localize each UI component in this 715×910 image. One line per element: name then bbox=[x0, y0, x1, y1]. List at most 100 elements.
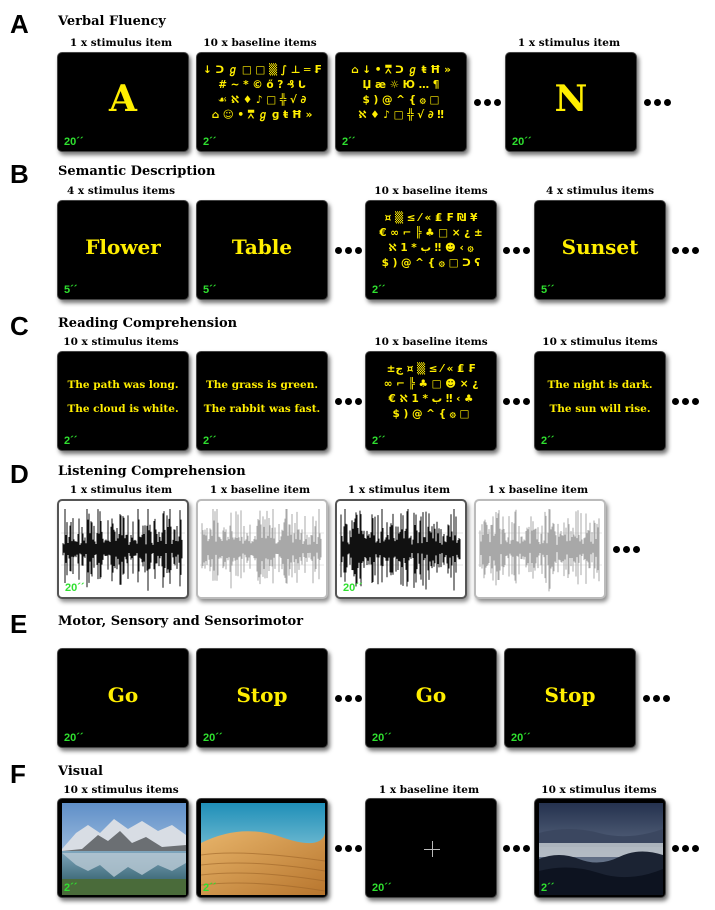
timer-label: 20´´ bbox=[512, 136, 532, 148]
stimulus-panel: The night is dark. The sun will rise. 2´… bbox=[534, 351, 666, 451]
timer-label: 20´´ bbox=[372, 732, 392, 744]
symbol-row: Џ æ ☼ Ю … ¶ bbox=[362, 79, 440, 91]
section-title: Reading Comprehension bbox=[58, 316, 238, 331]
section-letter: C bbox=[10, 311, 29, 341]
ellipsis-dots bbox=[672, 845, 699, 852]
timer-label: 20´´ bbox=[203, 732, 223, 744]
timer-label: 5´´ bbox=[64, 284, 78, 296]
timer-label: 2´´ bbox=[541, 435, 555, 447]
ellipsis-dots bbox=[474, 99, 501, 106]
symbol-row: $ ) @ ^ { ۞ □ bbox=[362, 94, 440, 106]
stimulus-panel: The path was long. The cloud is white. 2… bbox=[57, 351, 189, 451]
timer-label: 2´´ bbox=[64, 882, 78, 894]
misty-forest-photo bbox=[539, 803, 663, 895]
section-motor-sensory: E Motor, Sensory and Sensorimotor Go 20´… bbox=[0, 610, 715, 760]
caption-stimulus: 1 x stimulus item bbox=[517, 37, 621, 49]
baseline-symbols: ↓ ᑐ ℊ □ □ ▒ ∫ ⊥ ═ ₣ # ~ * © ő ? ₰ ᒐ ☙ ℵ … bbox=[203, 63, 321, 123]
section-letter: B bbox=[10, 159, 29, 189]
ellipsis-dots bbox=[503, 845, 530, 852]
ellipsis-dots bbox=[335, 845, 362, 852]
symbol-row: # ~ * © ő ? ₰ ᒐ bbox=[218, 79, 306, 91]
caption-baseline: 10 x baseline items bbox=[374, 336, 488, 348]
ellipsis-dots bbox=[335, 398, 362, 405]
stimulus-sentence: The rabbit was fast. bbox=[203, 403, 321, 415]
symbol-row: ⌂ ☺ • ⩞ ℊ ɡ ŧ Ħ » bbox=[211, 109, 313, 121]
symbol-row: ∞ ⌐ ╠ ♣ □ ☻ × ¿ bbox=[383, 378, 479, 390]
waveform bbox=[200, 509, 324, 589]
stimulus-panel: Sunset 5´´ bbox=[534, 200, 666, 300]
section-visual: F Visual 10 x stimulus items 1 x baselin… bbox=[0, 760, 715, 910]
stimulus-panel: Go 20´´ bbox=[365, 648, 497, 748]
stimulus-word: Stop bbox=[544, 683, 596, 707]
misty-forest-image: 2´´ bbox=[534, 798, 666, 898]
timer-label: 2´´ bbox=[372, 284, 386, 296]
caption-stimulus: 10 x stimulus items bbox=[63, 784, 179, 796]
baseline-symbols: ⌂ ↓ • ⩞ ᑐ ℊ ŧ Ħ » Џ æ ☼ Ю … ¶ $ ) @ ^ { … bbox=[342, 63, 460, 123]
section-listening-comprehension: D Listening Comprehension 1 x stimulus i… bbox=[0, 460, 715, 610]
baseline-panel: ¤ ▒ ≤ ⁄ « ₤ ₣ ₪ ¥ € ∞ ⌐ ╠ ♣ □ × ¿ ± ℵ ب … bbox=[365, 200, 497, 300]
section-title: Verbal Fluency bbox=[58, 14, 166, 29]
stimulus-letter: A bbox=[109, 78, 137, 120]
symbol-row: ⌂ ↓ • ⩞ ᑐ ℊ ŧ Ħ » bbox=[351, 64, 451, 76]
symbol-row: $ ) @ ^ { ۞ □ ᑐ ʕ bbox=[381, 257, 481, 269]
timer-label: 2´´ bbox=[372, 435, 386, 447]
audio-baseline-panel bbox=[196, 499, 328, 599]
stimulus-panel: N 20´´ bbox=[505, 52, 637, 152]
timer-label: 20´´ bbox=[64, 732, 84, 744]
stimulus-word: Go bbox=[415, 683, 447, 707]
stimulus-word: Stop bbox=[236, 683, 288, 707]
caption-baseline: 1 x baseline item bbox=[378, 784, 480, 796]
timer-label: 2´´ bbox=[64, 435, 78, 447]
desert-dunes-photo bbox=[201, 803, 325, 895]
timer-label: 2´´ bbox=[342, 136, 356, 148]
stimulus-panel: Go 20´´ bbox=[57, 648, 189, 748]
ellipsis-dots bbox=[613, 546, 640, 553]
stimulus-panel: Stop 20´´ bbox=[504, 648, 636, 748]
section-title: Visual bbox=[58, 764, 103, 779]
timer-label: 20´´ bbox=[372, 882, 392, 894]
caption-stimulus: 1 x stimulus item bbox=[69, 484, 173, 496]
symbol-row: ±ج ¤ ▒ ≤ ⁄ « ₤ ₣ bbox=[386, 363, 476, 375]
mountain-lake-photo bbox=[62, 803, 186, 895]
caption-stimulus: 4 x stimulus items bbox=[66, 185, 176, 197]
section-verbal-fluency: A Verbal Fluency 1 x stimulus item 10 x … bbox=[0, 10, 715, 160]
waveform bbox=[478, 509, 602, 592]
timer-label: 2´´ bbox=[541, 882, 555, 894]
section-reading-comprehension: C Reading Comprehension 10 x stimulus it… bbox=[0, 312, 715, 462]
stimulus-panel: Stop 20´´ bbox=[196, 648, 328, 748]
stimulus-panel: Flower 5´´ bbox=[57, 200, 189, 300]
symbol-row: € ℵ ب * 1 ‼ ‹ ♣ bbox=[388, 393, 474, 405]
stimulus-panel: Table 5´´ bbox=[196, 200, 328, 300]
timer-label: 5´´ bbox=[541, 284, 555, 296]
stimulus-word: Sunset bbox=[561, 235, 639, 259]
ellipsis-dots bbox=[335, 695, 362, 702]
baseline-panel: ↓ ᑐ ℊ □ □ ▒ ∫ ⊥ ═ ₣ # ~ * © ő ? ₰ ᒐ ☙ ℵ … bbox=[196, 52, 328, 152]
stimulus-panel: The grass is green. The rabbit was fast.… bbox=[196, 351, 328, 451]
stimulus-sentence: The sun will rise. bbox=[549, 403, 651, 415]
stimulus-word: Table bbox=[231, 235, 293, 259]
waveform bbox=[339, 509, 463, 591]
baseline-panel: ⌂ ↓ • ⩞ ᑐ ℊ ŧ Ħ » Џ æ ☼ Ю … ¶ $ ) @ ^ { … bbox=[335, 52, 467, 152]
stimulus-panel: A 20´´ bbox=[57, 52, 189, 152]
stimulus-sentence: The grass is green. bbox=[205, 379, 319, 391]
section-title: Motor, Sensory and Sensorimotor bbox=[58, 614, 304, 629]
section-letter: E bbox=[10, 609, 28, 639]
baseline-symbols: ¤ ▒ ≤ ⁄ « ₤ ₣ ₪ ¥ € ∞ ⌐ ╠ ♣ □ × ¿ ± ℵ ب … bbox=[372, 211, 490, 271]
section-letter: A bbox=[10, 9, 29, 39]
timer-label: 20´´ bbox=[64, 136, 84, 148]
caption-baseline: 10 x baseline items bbox=[374, 185, 488, 197]
caption-stimulus: 10 x stimulus items bbox=[63, 336, 179, 348]
caption-baseline: 10 x baseline items bbox=[203, 37, 317, 49]
section-title: Listening Comprehension bbox=[58, 464, 246, 479]
symbol-row: € ∞ ⌐ ╠ ♣ □ × ¿ ± bbox=[379, 227, 483, 239]
stimulus-letter: N bbox=[554, 78, 588, 120]
ellipsis-dots bbox=[672, 247, 699, 254]
timer-label: 20´´ bbox=[343, 582, 363, 594]
section-letter: F bbox=[10, 759, 26, 789]
baseline-panel: ±ج ¤ ▒ ≤ ⁄ « ₤ ₣ ∞ ⌐ ╠ ♣ □ ☻ × ¿ € ℵ ب *… bbox=[365, 351, 497, 451]
mountain-lake-image: 2´´ bbox=[57, 798, 189, 898]
timer-label: 20´´ bbox=[65, 582, 85, 594]
caption-baseline: 1 x baseline item bbox=[209, 484, 311, 496]
symbol-row: ℵ ♦ ♪ □ ╬ √ ∂ ‼ bbox=[358, 109, 444, 121]
ellipsis-dots bbox=[503, 247, 530, 254]
